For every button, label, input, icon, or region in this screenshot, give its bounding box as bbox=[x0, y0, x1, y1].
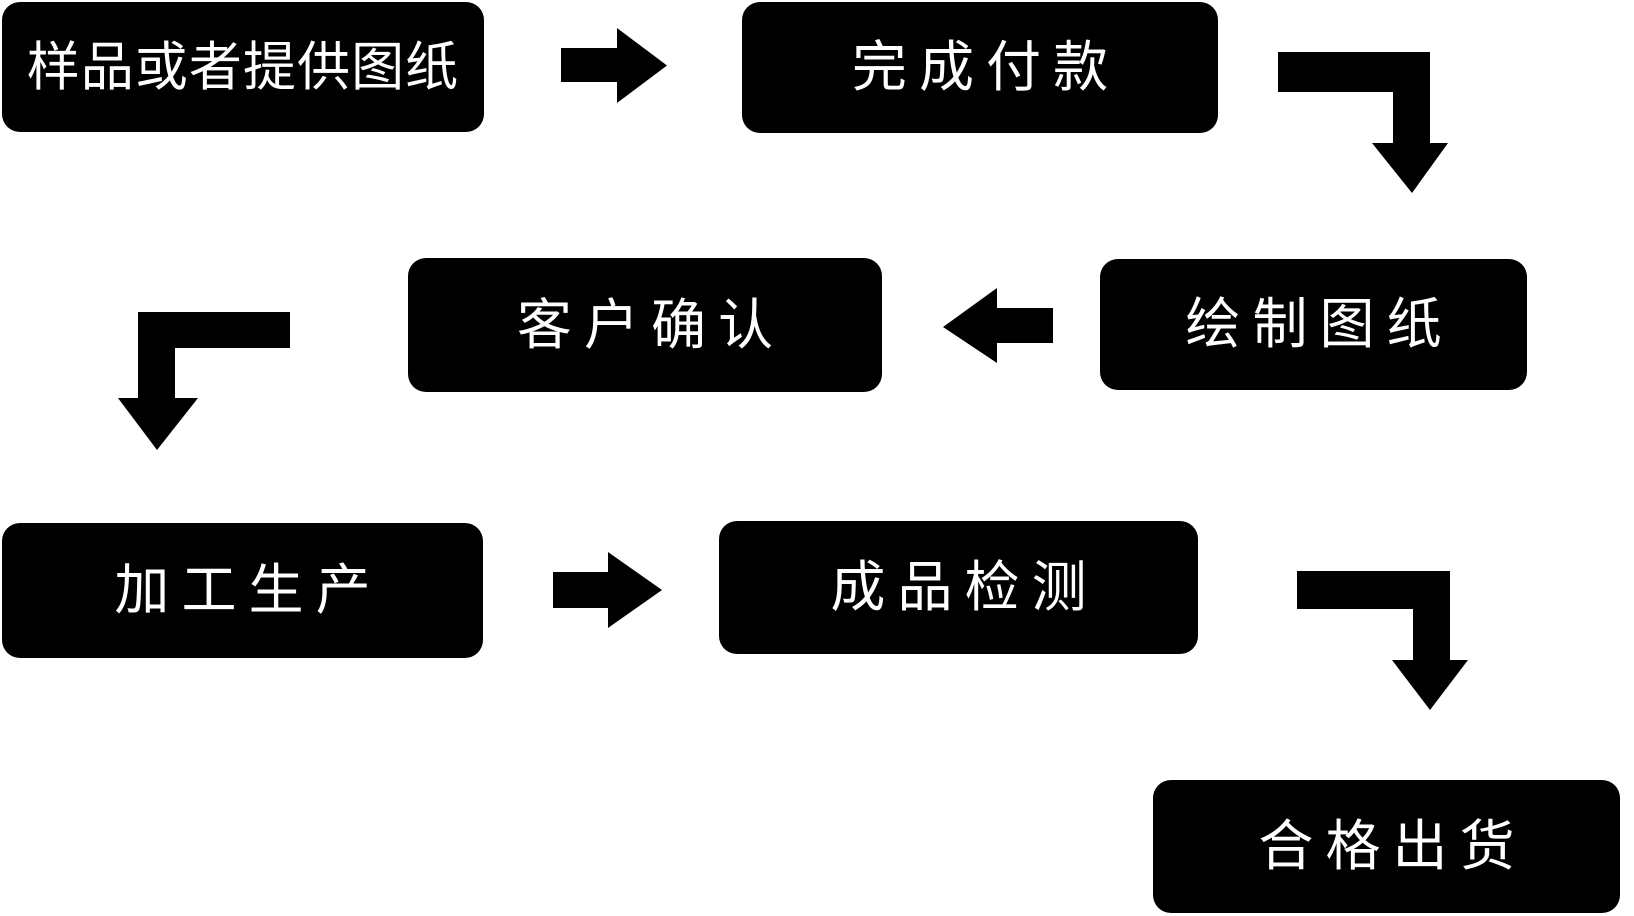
arrow-production-to-inspection bbox=[553, 552, 662, 628]
arrow-payment-to-drawing bbox=[1278, 52, 1448, 193]
node-finished-product-inspection: 成品检测 bbox=[719, 521, 1198, 654]
node-label: 合格出货 bbox=[1258, 815, 1527, 877]
node-label: 加工生产 bbox=[114, 559, 383, 621]
node-label: 样品或者提供图纸 bbox=[26, 37, 460, 97]
node-draw-drawings: 绘制图纸 bbox=[1100, 259, 1527, 390]
node-label: 成品检测 bbox=[830, 556, 1099, 618]
arrow-inspection-to-shipment bbox=[1297, 571, 1468, 710]
node-label: 客户确认 bbox=[516, 293, 786, 356]
node-sample-or-drawings: 样品或者提供图纸 bbox=[2, 2, 484, 132]
arrow-sample-to-payment bbox=[561, 28, 667, 103]
arrow-drawing-to-confirmation bbox=[943, 288, 1053, 363]
node-processing-production: 加工生产 bbox=[2, 523, 483, 658]
node-label: 绘制图纸 bbox=[1185, 293, 1454, 355]
arrow-confirmation-to-production bbox=[118, 312, 290, 450]
node-qualified-shipment: 合格出货 bbox=[1153, 780, 1620, 913]
node-complete-payment: 完成付款 bbox=[742, 2, 1218, 133]
node-label: 完成付款 bbox=[851, 36, 1121, 98]
node-customer-confirmation: 客户确认 bbox=[408, 258, 882, 392]
